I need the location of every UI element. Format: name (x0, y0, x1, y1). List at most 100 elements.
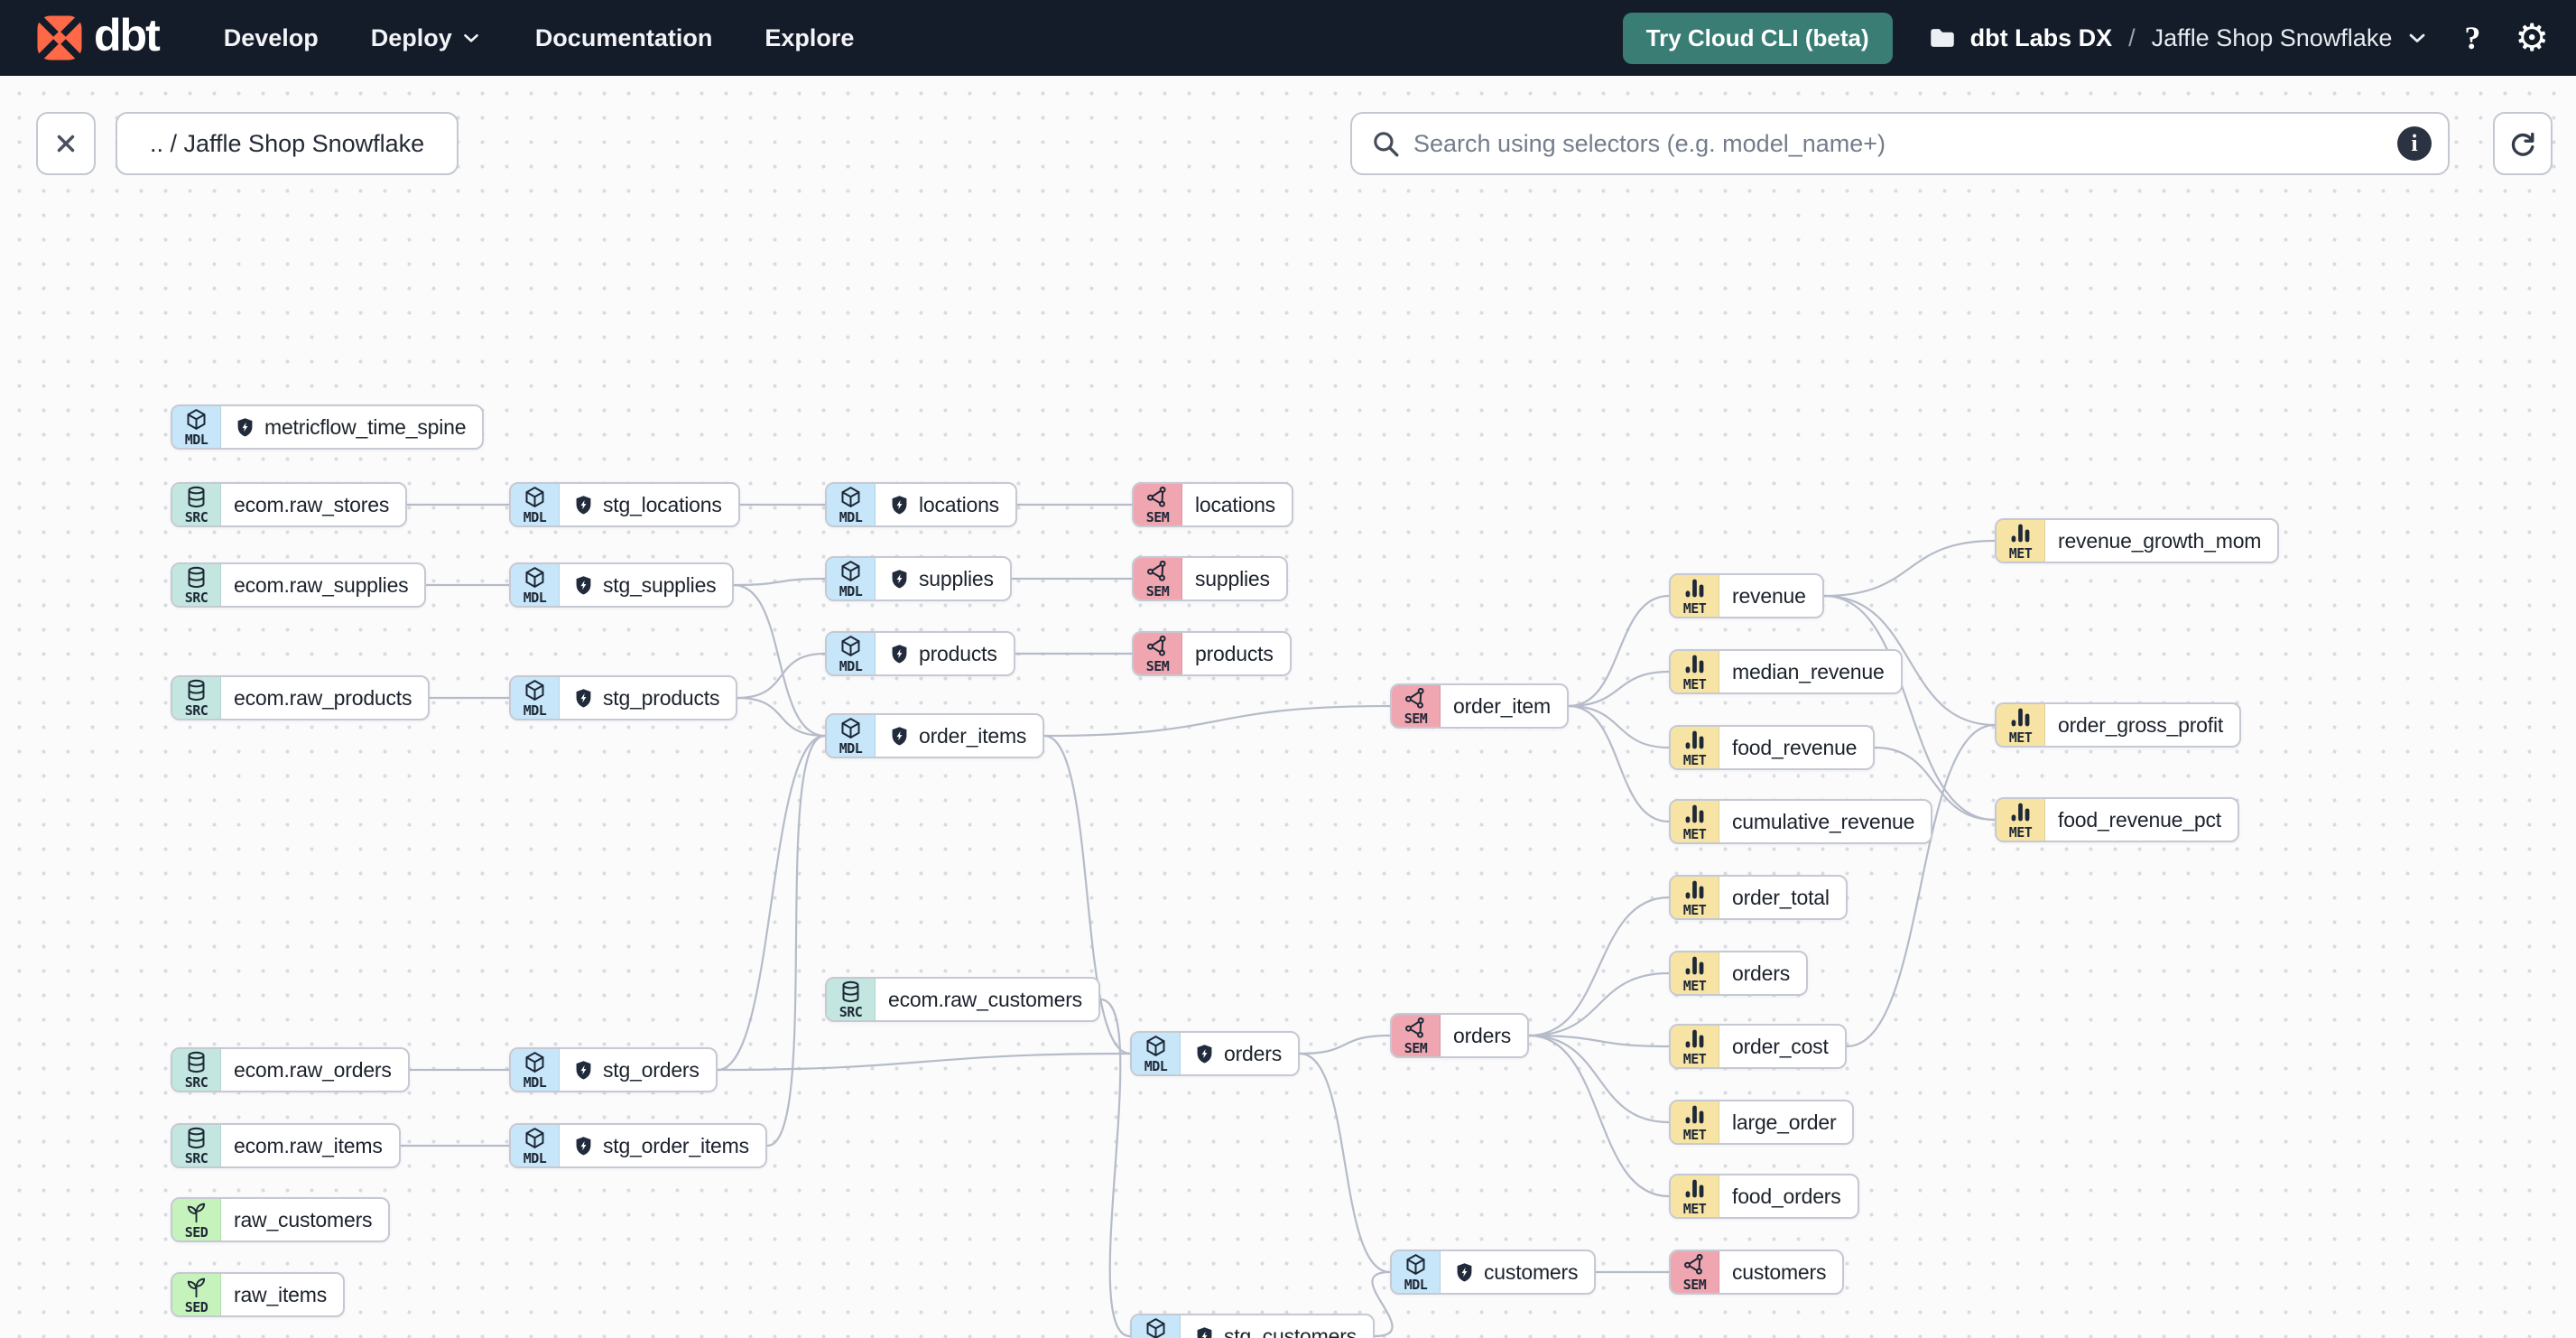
graph-node-m_locations[interactable]: MDL locations (825, 482, 1017, 527)
node-label-area: stg_orders (560, 1049, 716, 1091)
menu-item-explore[interactable]: Explore (764, 23, 855, 51)
cube-icon (523, 678, 547, 702)
info-icon[interactable]: i (2397, 126, 2432, 161)
graph-node-met_food_revenue[interactable]: MET food_revenue (1669, 725, 1876, 770)
try-cloud-cli-button[interactable]: Try Cloud CLI (beta) (1622, 12, 1893, 64)
menu-item-documentation[interactable]: Documentation (534, 23, 713, 51)
node-label-area: customers (1719, 1251, 1842, 1293)
node-type-badge: MDL (827, 484, 876, 525)
node-label-area: ecom.raw_customers (876, 979, 1098, 1020)
search-box: i (1350, 112, 2450, 175)
dbt-logo[interactable]: dbt (34, 13, 161, 63)
seed-icon (184, 1275, 208, 1299)
node-type-badge: MET (1671, 1175, 1719, 1217)
node-name: stg_orders (603, 1057, 700, 1082)
node-name: ecom.raw_items (234, 1133, 383, 1157)
node-type-badge: SRC (172, 484, 221, 525)
settings-button[interactable]: ⚙ (2515, 16, 2549, 59)
node-type-badge: MET (1671, 801, 1719, 842)
shield-icon (572, 1059, 595, 1082)
node-type-badge: SEM (1134, 633, 1182, 674)
node-type-label: SEM (1682, 1277, 1707, 1293)
lineage-edge (1299, 1052, 1391, 1274)
menu-item-deploy[interactable]: Deploy (371, 24, 483, 52)
search-input[interactable] (1413, 129, 2397, 158)
node-label-area: stg_locations (560, 484, 738, 525)
lineage-edge (1528, 896, 1670, 1037)
node-label-area: products (1182, 633, 1290, 674)
node-label-area: orders (1441, 1015, 1527, 1056)
node-name: food_revenue (1732, 735, 1858, 759)
help-button[interactable]: ? (2464, 20, 2481, 56)
lineage-edges (401, 503, 1996, 1338)
cube-icon (523, 485, 547, 509)
node-name: ecom.raw_stores (234, 492, 390, 516)
shield-icon (234, 416, 256, 439)
graph-node-sem_customers[interactable]: SEM customers (1669, 1250, 1845, 1295)
project-breadcrumb[interactable]: dbt Labs DX / Jaffle Shop Snowflake (1927, 23, 2431, 53)
breadcrumb[interactable]: .. / Jaffle Shop Snowflake (116, 112, 459, 175)
node-type-label: MDL (1144, 1058, 1168, 1074)
node-type-label: MET (1682, 752, 1707, 768)
node-type-label: SRC (184, 509, 208, 525)
node-name: locations (919, 492, 999, 516)
node-label-area: raw_customers (221, 1199, 388, 1240)
dbt-logo-icon (34, 13, 85, 63)
graph-node-s_raw_stores[interactable]: SRC ecom.raw_stores (171, 482, 408, 527)
node-type-badge: MET (1997, 704, 2045, 746)
menu-item-develop[interactable]: Develop (223, 23, 319, 51)
node-type-label: SEM (1404, 1040, 1428, 1056)
lineage-edge (733, 583, 826, 738)
refresh-button[interactable] (2493, 112, 2553, 175)
node-name: food_orders (1732, 1184, 1841, 1208)
node-label-area: ecom.raw_supplies (221, 564, 424, 606)
node-label-area: products (876, 633, 1014, 674)
metric-icon (1682, 728, 1707, 752)
close-button[interactable] (36, 112, 96, 175)
node-label-area: order_item (1441, 685, 1567, 727)
node-name: median_revenue (1732, 659, 1885, 683)
node-label-area: metricflow_time_spine (221, 406, 482, 448)
graph-node-met_food_orders[interactable]: MET food_orders (1669, 1174, 1859, 1219)
graph-node-sem_orders[interactable]: SEM orders (1390, 1013, 1529, 1058)
node-type-badge: SRC (827, 979, 876, 1020)
node-label-area: large_order (1719, 1101, 1852, 1143)
node-label-area: customers (1441, 1251, 1594, 1293)
main-menu: Develop Deploy Documentation Explore (224, 24, 855, 52)
lineage-edge (737, 696, 826, 738)
